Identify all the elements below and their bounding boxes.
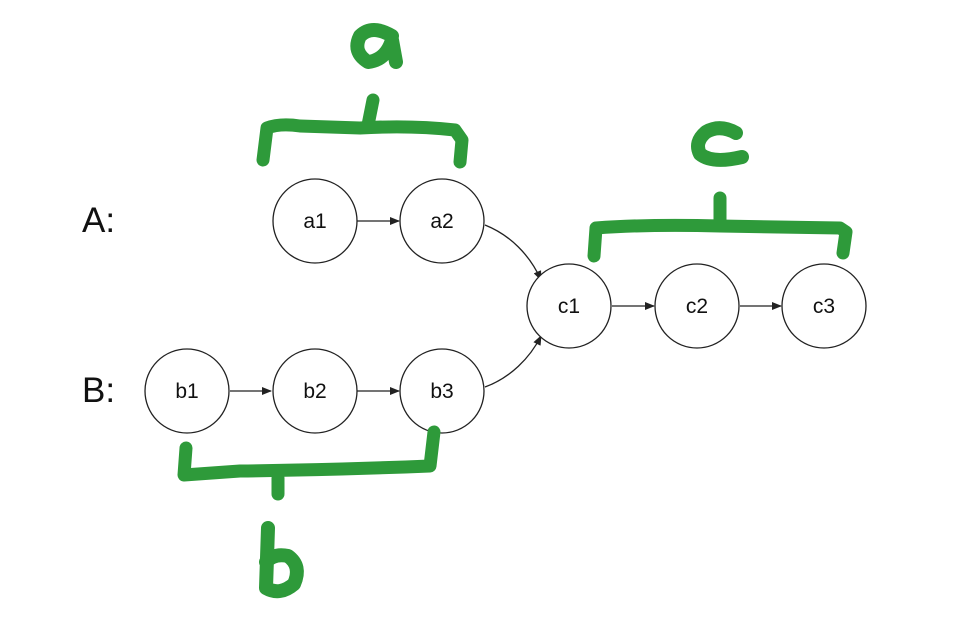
row-label-a: A: [82, 201, 115, 240]
node-c3: c3 [781, 263, 867, 349]
edge-a2-c1 [484, 224, 542, 281]
node-b1: b1 [144, 348, 230, 434]
node-b2-label: b2 [303, 380, 326, 403]
bracket-a [256, 118, 469, 169]
node-b3: b3 [399, 348, 485, 434]
node-c2-label: c2 [686, 295, 708, 318]
bracket-b [177, 425, 441, 482]
node-b1-label: b1 [175, 380, 198, 403]
annotation-letter-a: a [350, 23, 403, 69]
node-a1-label: a1 [303, 210, 326, 233]
annotation-a: a [256, 23, 469, 169]
node-c1-label: c1 [558, 295, 580, 318]
annotation-b: b [177, 425, 441, 599]
annotation-c: c [587, 121, 853, 263]
edge-b3-c1 [484, 335, 542, 388]
node-c3-label: c3 [813, 295, 835, 318]
node-c2: c2 [654, 263, 740, 349]
node-c1: c1 [526, 263, 612, 349]
bracket-c [587, 218, 853, 263]
annotation-letter-b: b [259, 521, 304, 599]
node-b2: b2 [272, 348, 358, 434]
node-a2-label: a2 [430, 210, 453, 233]
bracket-a-tick [361, 93, 380, 132]
edges [230, 217, 782, 395]
node-a1: a1 [272, 178, 358, 264]
node-b3-label: b3 [430, 380, 453, 403]
node-a2: a2 [399, 178, 485, 264]
annotation-letter-c: c [691, 121, 749, 167]
row-label-b: B: [82, 371, 115, 410]
